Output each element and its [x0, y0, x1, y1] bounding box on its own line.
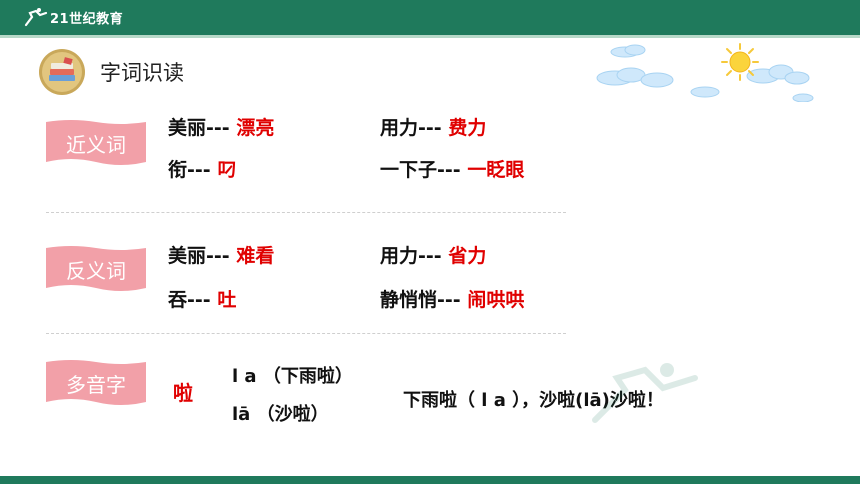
tag-synonyms-label: 近义词: [66, 132, 126, 157]
brand-logo: 21世纪教育: [22, 6, 123, 28]
runner-logo-icon: [24, 8, 48, 27]
antonym-entry-2: 用力--- 省力: [380, 245, 487, 267]
synonym-entry-4: 一下子--- 一眨眼: [380, 159, 525, 181]
pronunciation-1: l a （下雨啦）: [232, 366, 353, 387]
antonym-entry-3: 吞--- 吐: [168, 289, 237, 311]
example-sentence: 下雨啦（ l a ），沙啦(lā)沙啦！: [403, 390, 664, 411]
tag-polyphone-label: 多音字: [66, 372, 126, 397]
antonym-entry-1: 美丽--- 难看: [168, 245, 275, 267]
synonym-entry-1: 美丽--- 漂亮: [168, 117, 275, 139]
synonym-entry-2: 用力--- 费力: [380, 117, 487, 139]
section-title: 字词识读: [100, 61, 184, 85]
tag-antonyms-label: 反义词: [66, 258, 126, 283]
tag-synonyms: 近义词: [46, 118, 146, 168]
bottom-bar: [0, 476, 860, 484]
brand-name: 21世纪教育: [50, 11, 124, 27]
tag-polyphone: 多音字: [46, 358, 146, 408]
books-icon: [39, 49, 85, 95]
synonym-entry-3: 衔--- 叼: [168, 159, 237, 181]
divider: [46, 333, 566, 334]
divider: [46, 212, 566, 213]
pronunciation-2: lā （沙啦）: [232, 404, 329, 425]
tag-antonyms: 反义词: [46, 244, 146, 294]
antonym-entry-4: 静悄悄--- 闹哄哄: [380, 289, 525, 311]
polyphone-char: 啦: [173, 381, 193, 405]
watermark-logo-icon: [592, 363, 698, 423]
sun-clouds-icon: [596, 43, 814, 102]
top-bar-underline: [0, 35, 860, 38]
top-bar: [0, 0, 860, 35]
